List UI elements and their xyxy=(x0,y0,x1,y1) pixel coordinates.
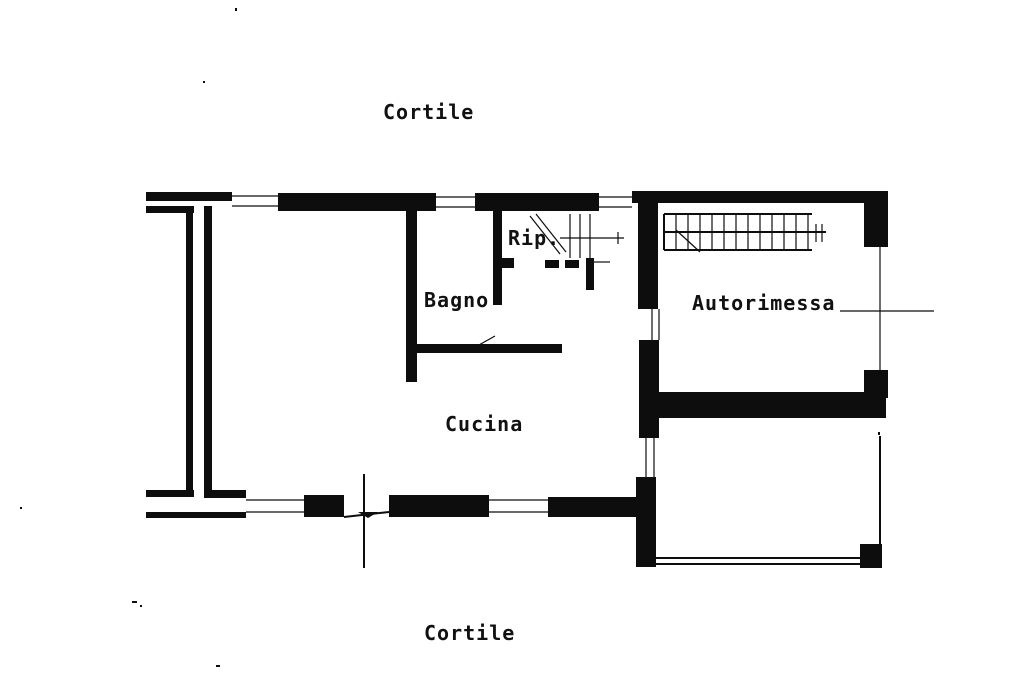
storage-stairs xyxy=(529,213,624,290)
bottom-windows xyxy=(246,499,548,513)
bathroom-walls xyxy=(406,210,562,382)
storage-label: Rip. xyxy=(508,226,561,250)
courtyard-top-label: Cortile xyxy=(383,100,475,124)
top-outer-wall xyxy=(146,191,888,211)
left-walls xyxy=(146,206,246,518)
garage-label: Autorimessa xyxy=(692,291,836,315)
garage-stairs xyxy=(663,213,826,253)
garage-walls xyxy=(638,203,888,438)
lower-right-area xyxy=(636,436,882,568)
bottom-outer-wall xyxy=(204,477,656,517)
scan-specks xyxy=(20,8,880,667)
top-windows xyxy=(232,195,632,208)
bathroom-label: Bagno xyxy=(424,288,490,312)
garage-inner-lines xyxy=(651,247,934,370)
courtyard-bottom-label: Cortile xyxy=(424,621,516,645)
entrance-door xyxy=(343,474,390,568)
bathroom-door-mark xyxy=(469,335,496,351)
kitchen-label: Cucina xyxy=(445,412,524,436)
